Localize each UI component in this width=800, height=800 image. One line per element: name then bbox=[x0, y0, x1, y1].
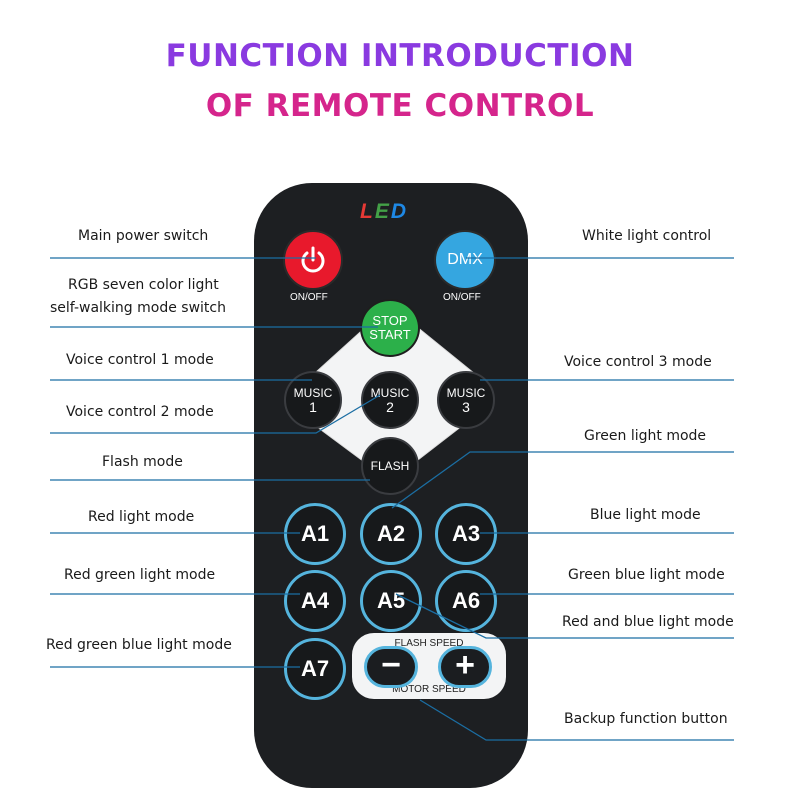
minus-button[interactable]: − bbox=[364, 646, 418, 688]
label-main-power: Main power switch bbox=[78, 228, 209, 244]
motor-speed-label: MOTOR SPEED bbox=[392, 684, 466, 695]
led-brand: LED bbox=[360, 200, 408, 224]
a1-button[interactable]: A1 bbox=[284, 503, 346, 565]
brand-letter-l: L bbox=[360, 200, 375, 223]
flash-label: FLASH bbox=[370, 459, 410, 473]
label-flash-mode: Flash mode bbox=[102, 454, 183, 470]
flash-speed-label: FLASH SPEED bbox=[394, 638, 464, 649]
music-3-number: 3 bbox=[462, 399, 470, 415]
music-1-label: MUSIC bbox=[293, 386, 333, 400]
a7-button[interactable]: A7 bbox=[284, 638, 346, 700]
power-caption: ON/OFF bbox=[290, 292, 328, 303]
label-white: White light control bbox=[582, 228, 712, 244]
a4-button[interactable]: A4 bbox=[284, 570, 346, 632]
a3-button[interactable]: A3 bbox=[435, 503, 497, 565]
label-rgb-line1: RGB seven color light bbox=[68, 277, 219, 293]
label-red: Red light mode bbox=[88, 509, 195, 525]
stop-label: STOP bbox=[372, 313, 408, 328]
label-rgb-line2: self-walking mode switch bbox=[50, 300, 226, 316]
label-green: Green light mode bbox=[584, 428, 707, 444]
music-3-label: MUSIC bbox=[446, 386, 486, 400]
label-backup: Backup function button bbox=[564, 711, 728, 727]
plus-icon: + bbox=[455, 645, 475, 684]
power-icon bbox=[301, 246, 325, 273]
a6-button[interactable]: A6 bbox=[435, 570, 497, 632]
start-label: START bbox=[369, 327, 411, 342]
label-rgb-mode: Red green blue light mode bbox=[46, 637, 232, 653]
music-1-number: 1 bbox=[309, 399, 317, 415]
music-2-label: MUSIC bbox=[370, 386, 410, 400]
brand-letter-e: E bbox=[374, 200, 391, 223]
music-3-button[interactable]: MUSIC 3 bbox=[437, 371, 495, 429]
label-blue: Blue light mode bbox=[590, 507, 701, 523]
label-red-green: Red green light mode bbox=[64, 567, 216, 583]
label-voice2: Voice control 2 mode bbox=[66, 404, 214, 420]
brand-letter-d: D bbox=[390, 200, 409, 223]
music-2-number: 2 bbox=[386, 399, 394, 415]
plus-button[interactable]: + bbox=[438, 646, 492, 688]
dmx-button[interactable]: DMX bbox=[434, 230, 496, 290]
label-red-blue: Red and blue light mode bbox=[562, 614, 734, 630]
music-2-button[interactable]: MUSIC 2 bbox=[361, 371, 419, 429]
label-green-blue: Green blue light mode bbox=[568, 567, 725, 583]
title-line-1: FUNCTION INTRODUCTION bbox=[165, 38, 635, 74]
label-voice1: Voice control 1 mode bbox=[66, 352, 214, 368]
a5-button[interactable]: A5 bbox=[360, 570, 422, 632]
a2-button[interactable]: A2 bbox=[360, 503, 422, 565]
label-voice3: Voice control 3 mode bbox=[564, 354, 712, 370]
stop-start-button[interactable]: STOP START bbox=[360, 299, 420, 357]
flash-button[interactable]: FLASH bbox=[361, 437, 419, 495]
dmx-caption: ON/OFF bbox=[443, 292, 481, 303]
dmx-label: DMX bbox=[447, 251, 483, 268]
minus-icon: − bbox=[381, 645, 401, 684]
power-button[interactable] bbox=[283, 230, 343, 290]
music-1-button[interactable]: MUSIC 1 bbox=[284, 371, 342, 429]
title-line-2: OF REMOTE CONTROL bbox=[205, 88, 595, 124]
